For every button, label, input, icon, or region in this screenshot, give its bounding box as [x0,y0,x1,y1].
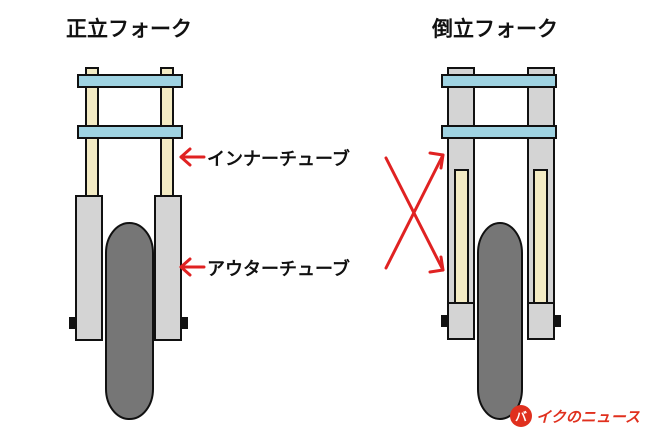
logo-mark-icon: バ [510,405,533,427]
cross-line-outer-to-inverted [384,153,445,270]
inverted-axle-right [553,315,561,327]
arrowhead-outer-tube-right [428,151,445,170]
upright-axle-right [180,317,188,329]
title-inverted-fork: 倒立フォーク [432,17,558,41]
arrowhead-inner-tube-right [428,255,445,274]
title-upright-fork: 正立フォーク [66,17,192,41]
inverted-top-bracket [441,74,557,88]
site-logo[interactable]: バ イクのニュース [510,405,640,427]
upright-wheel [105,222,154,420]
inverted-wheel [477,222,523,420]
upright-outer-tube-right [154,195,182,341]
inverted-inner-tube-right [533,169,548,307]
logo-text: イクのニュース [536,407,640,426]
inverted-inner-tube-left [454,169,469,307]
inverted-fork [441,67,561,420]
inverted-bottom-bracket [441,125,557,139]
upright-outer-tube-left [75,195,103,341]
upright-top-bracket [77,74,183,88]
label-outer-tube: アウターチューブ [207,259,350,280]
upright-fork [69,67,188,420]
inverted-axle-block-right [527,302,555,340]
inverted-axle-block-left [447,302,475,340]
label-inner-tube: インナーチューブ [207,149,350,170]
upright-bottom-bracket [77,125,183,139]
pointer-arrows [179,147,445,277]
inverted-axle-left [441,315,449,327]
upright-axle-left [69,317,77,329]
